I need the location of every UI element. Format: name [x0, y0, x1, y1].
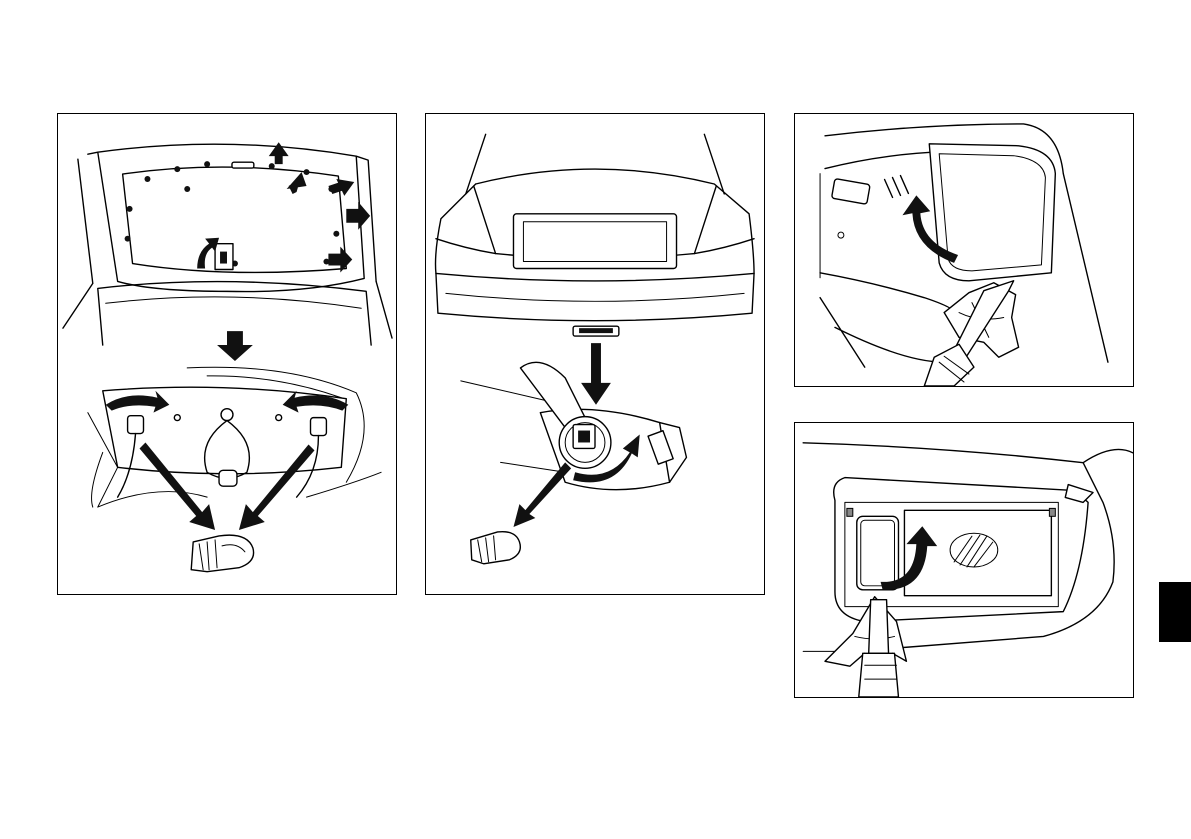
trunk-lid-lamp-illustration: [58, 114, 396, 594]
vanity-mirror-lamp-illustration: [795, 423, 1133, 697]
section-tab: [1159, 582, 1191, 642]
figure-vanity-mirror-lamp: [794, 422, 1134, 698]
figure-trunk-lid-lamp: [57, 113, 397, 595]
license-plate-lamp-illustration: [426, 114, 764, 594]
map-lamp-illustration: [795, 114, 1133, 386]
figure-map-lamp: [794, 113, 1134, 387]
figure-license-plate-lamp: [425, 113, 765, 595]
